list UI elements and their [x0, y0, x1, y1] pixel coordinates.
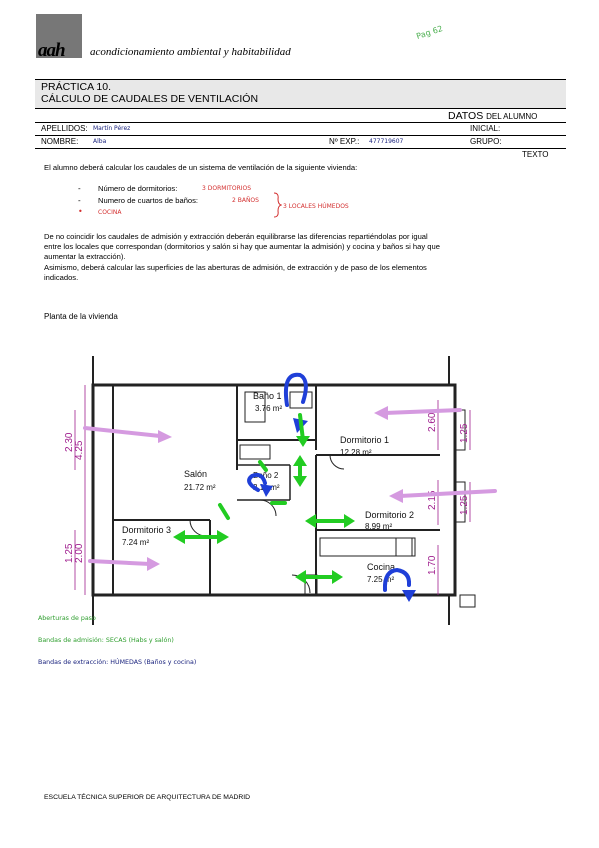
intro-text: El alumno deberá calcular los caudales d…: [44, 163, 358, 172]
room-cocina-name: Cocina: [367, 562, 395, 572]
bullet-3-note: COCINA: [98, 209, 122, 216]
apellidos-value: Martín Pérez: [93, 125, 131, 132]
paso-arrow-salon: [218, 503, 230, 520]
bullet-2-text: Numero de cuartos de baños:: [98, 196, 199, 205]
bullet-dash-3: •: [78, 207, 83, 216]
room-dorm1-area: 12.28 m²: [340, 448, 372, 457]
admission-arrow-salon: [83, 426, 162, 438]
dim-right-4: 1.25: [459, 495, 470, 515]
extraction-arrow-cocina: [382, 567, 412, 592]
legend-paso: Aberturas de paso: [38, 615, 96, 622]
form-row-apellidos: APELLIDOS: Martín Pérez INICIAL:: [35, 122, 566, 135]
nombre-value: Alba: [93, 138, 107, 145]
room-salon-area: 21.72 m²: [184, 483, 216, 492]
logo-box: [36, 14, 82, 58]
bullet-1-note: 3 DORMITORIOS: [202, 185, 252, 192]
room-salon-name: Salón: [184, 469, 207, 479]
bracket-note: 3 LOCALES HÚMEDOS: [283, 203, 349, 210]
bullet-1-text: Número de dormitorios:: [98, 184, 178, 193]
dim-left-top2: 4.25: [74, 440, 85, 460]
title-line-2: CÁLCULO DE CAUDALES DE VENTILACIÓN: [41, 93, 259, 105]
form-row-nombre: NOMBRE: Alba Nº EXP.: 477719607 GRUPO:: [35, 135, 566, 149]
dim-left-bottom: 1.25: [64, 543, 75, 563]
texto-label: TEXTO: [522, 150, 549, 159]
room-dorm2-name: Dormitorio 2: [365, 510, 414, 520]
plan-label: Planta de la vivienda: [44, 312, 118, 321]
dim-right-3: 2.15: [427, 490, 438, 510]
bracket-mark: [273, 192, 282, 218]
paragraph-1-line-3: aumentar la extracción).: [44, 252, 126, 261]
footer-school: ESCUELA TÉCNICA SUPERIOR DE ARQUITECTURA…: [44, 794, 251, 801]
title-box: [35, 79, 566, 109]
room-dorm3-area: 7.24 m²: [122, 538, 149, 547]
paso-arrow-bano2: [258, 460, 268, 472]
room-bano2-name: Baño 2: [253, 471, 279, 480]
room-dorm2-area: 8.99 m²: [365, 522, 392, 531]
datos-heading: DATOS DEL ALUMNO: [448, 110, 538, 122]
bullet-dash-1: -: [78, 184, 81, 193]
bullet-dash-2: -: [78, 196, 81, 205]
nombre-label: NOMBRE:: [41, 137, 79, 146]
room-dorm3-name: Dormitorio 3: [122, 525, 171, 535]
extraction-arrow-bano2: [247, 472, 267, 492]
admission-arrow-dorm3: [88, 559, 152, 566]
paragraph-2-line-1: Asimismo, deberá calcular las superficie…: [44, 263, 427, 272]
title-line-1: PRÁCTICA 10.: [41, 81, 112, 93]
admission-arrow-dorm1: [383, 408, 462, 415]
paso-arrow-bano1: [298, 413, 305, 442]
paragraph-2-line-2: indicados.: [44, 273, 79, 282]
legend-admision: Bandas de admisión: SECAS (Habs y salón): [38, 637, 174, 644]
bullet-2-note: 2 BAÑOS: [232, 197, 259, 204]
room-bano1-area: 3.76 m²: [255, 404, 282, 413]
room-cocina-area: 7.25 m²: [367, 575, 394, 584]
dim-left-top: 2.30: [64, 432, 75, 452]
room-bano1-name: Baño 1: [253, 391, 282, 401]
dim-right-2: 1.25: [459, 423, 470, 443]
nexp-label: Nº EXP.:: [329, 137, 360, 146]
logo-subtitle: acondicionamiento ambiental y habitabili…: [90, 46, 291, 58]
grupo-label: GRUPO:: [470, 137, 502, 146]
extraction-arrow-bano1: [283, 372, 308, 407]
legend-extraccion: Bandas de extracción: HÚMEDAS (Baños y c…: [38, 659, 197, 666]
paragraph-1-line-2: entre los locales que correspondan (dorm…: [44, 242, 440, 251]
inicial-label: INICIAL:: [470, 124, 501, 133]
dim-right-5: 1.70: [427, 555, 438, 575]
dim-left-bottom2: 2.00: [74, 543, 85, 563]
admission-arrow-dorm2: [398, 489, 497, 498]
room-dorm1-name: Dormitorio 1: [340, 435, 389, 445]
logo-text: aah: [38, 40, 66, 61]
dim-right-1: 2.60: [427, 412, 438, 432]
nexp-value: 477719607: [369, 138, 404, 145]
apellidos-label: APELLIDOS:: [41, 124, 88, 133]
paragraph-1-line-1: De no coincidir los caudales de admisión…: [44, 232, 428, 241]
